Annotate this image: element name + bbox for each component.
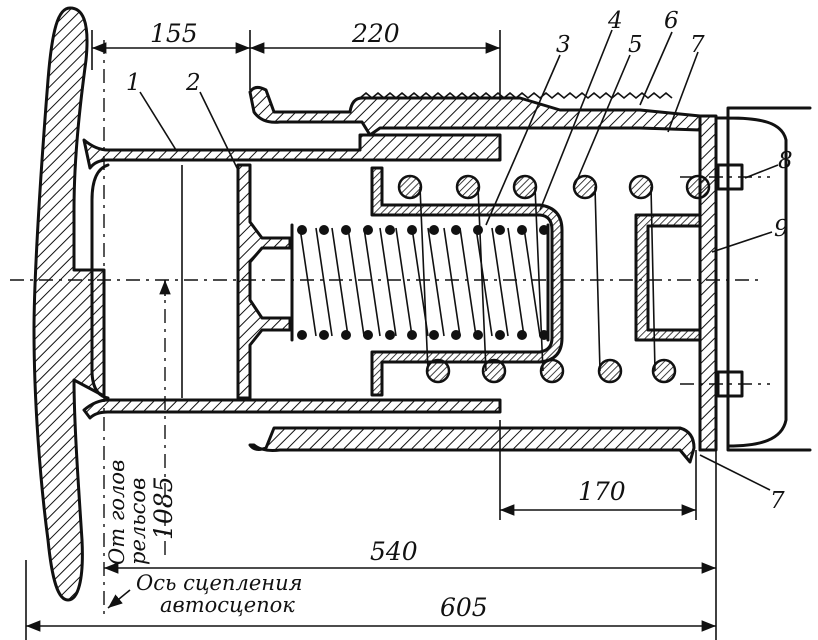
plunger-lower-wall: [82, 398, 502, 420]
dim-540-line: [104, 450, 717, 640]
callout-5: 5: [628, 32, 643, 58]
end-plate: [698, 114, 718, 452]
callout-9: 9: [774, 216, 789, 242]
outer-spring: [397, 174, 711, 384]
callout-7-top: 7: [690, 32, 705, 58]
dim-605: 605: [440, 593, 488, 622]
rail-height-label-line1: От голов: [105, 460, 129, 565]
housing-upper: [248, 85, 702, 137]
callout-2: 2: [185, 70, 201, 96]
dim-540: 540: [370, 537, 418, 566]
coupling-axis-arrow: [107, 589, 131, 609]
dim-170: 170: [578, 477, 626, 506]
callout-8: 8: [778, 148, 793, 174]
buffer-plate: [32, 6, 106, 602]
callout-6: 6: [664, 8, 679, 34]
callout-3: 3: [556, 32, 571, 58]
dim-155: 155: [150, 19, 198, 48]
dim-220-line: [249, 30, 501, 100]
spring-stop-cup: [634, 213, 702, 342]
callout-1: 1: [126, 70, 141, 96]
callout-4: 4: [607, 8, 623, 34]
dim-155-line: [91, 30, 251, 90]
dim-605-line: [25, 560, 716, 640]
mounting-bracket: [714, 106, 812, 452]
housing-lower: [248, 426, 696, 464]
coupling-axis-label-line2: автосцепок: [160, 593, 295, 617]
plunger-bottom: [236, 163, 292, 400]
plunger-bore: [90, 163, 110, 400]
housing-ridges: [359, 91, 673, 100]
inner-spring: [290, 223, 550, 342]
rail-height-label-line2: рельсов: [126, 478, 150, 565]
inner-cup: [370, 166, 564, 397]
plunger-upper-wall: [82, 133, 502, 170]
callout-7-bottom: 7: [770, 488, 785, 514]
coupling-axis-label-line1: Ось сцепления: [136, 571, 303, 595]
dim-170-line: [499, 420, 697, 520]
dim-220: 220: [351, 19, 400, 48]
dim-1085: 1085: [149, 476, 178, 540]
leader-lines: [139, 29, 779, 491]
